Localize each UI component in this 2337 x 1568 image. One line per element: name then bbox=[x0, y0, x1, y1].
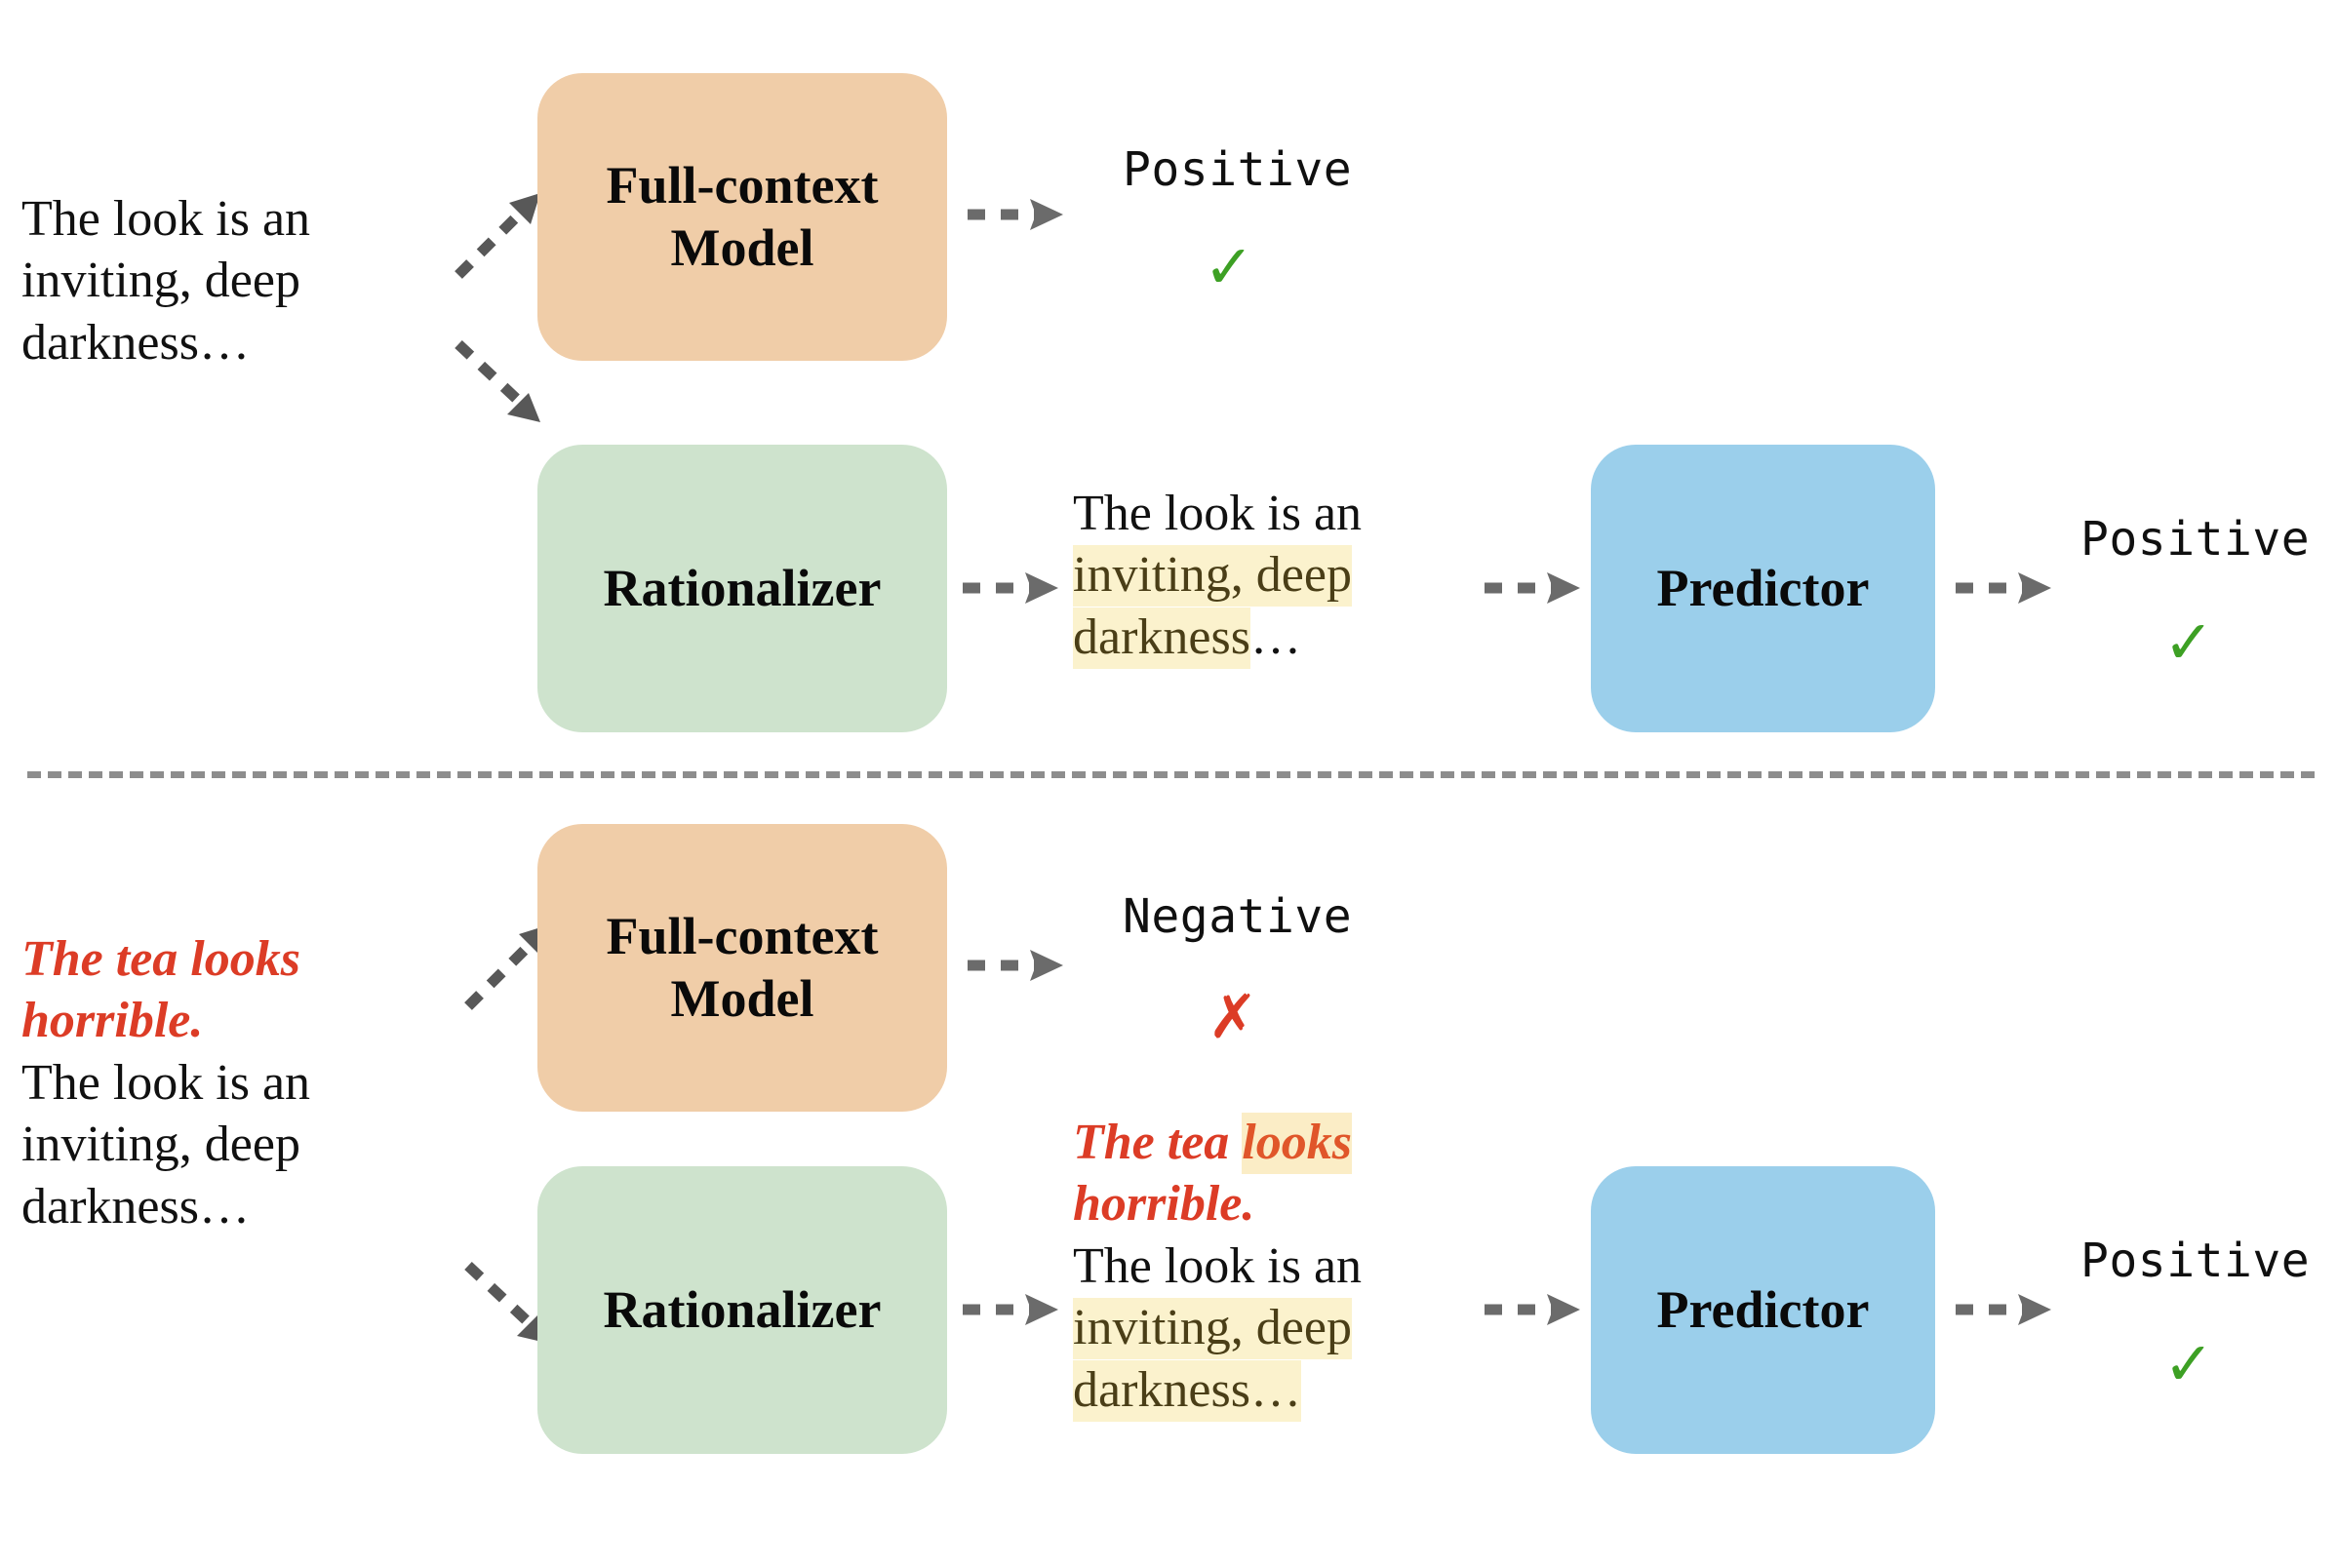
bottom-input-line-1: The tea looks bbox=[21, 931, 300, 987]
panel-divider bbox=[27, 771, 2315, 778]
full-context-output-top: Positive bbox=[1123, 142, 1353, 197]
dashed-arrow-icon bbox=[963, 572, 1058, 604]
bottom-rationale-seg-highlight-1: inviting, deep bbox=[1073, 1298, 1352, 1360]
predictor-label-top: Predictor bbox=[1656, 558, 1870, 617]
arrow-predictor-to-output-bottom bbox=[1954, 1290, 2061, 1329]
predictor-box-bottom[interactable]: Predictor bbox=[1591, 1166, 1935, 1454]
full-context-model-label-line2-bottom: Model bbox=[670, 968, 814, 1028]
bottom-input-text: The tea looks horrible. The look is an i… bbox=[21, 928, 480, 1237]
dashed-arrow-icon bbox=[963, 1294, 1058, 1325]
rationalizer-label-bottom: Rationalizer bbox=[603, 1279, 882, 1339]
bottom-input-line-4: inviting, deep bbox=[21, 1117, 300, 1173]
predictor-output-bottom: Positive bbox=[2080, 1234, 2311, 1288]
top-rationale-seg-highlight-2: darkness bbox=[1073, 607, 1250, 669]
arrow-predictor-to-output-top bbox=[1954, 568, 2061, 608]
top-input-text: The look is an inviting, deep darkness… bbox=[21, 188, 470, 373]
arrow-rationalizer-to-rationale-top bbox=[961, 568, 1068, 608]
arrow-rationale-to-predictor-bottom bbox=[1483, 1290, 1590, 1329]
bottom-rationale-seg-attack-1: The tea bbox=[1073, 1115, 1243, 1170]
dashed-arrow-icon bbox=[1485, 572, 1580, 604]
full-context-model-label-bottom: Full-context Model bbox=[607, 906, 879, 1030]
top-rationale-seg-ellipsis: … bbox=[1249, 608, 1301, 665]
full-context-verdict-top: ✓ bbox=[1204, 231, 1254, 302]
predictor-box-top[interactable]: Predictor bbox=[1591, 445, 1935, 732]
bottom-input-line-3: The look is an bbox=[21, 1054, 311, 1111]
dashed-arrow-icon bbox=[1956, 1294, 2051, 1325]
predictor-label-bottom: Predictor bbox=[1656, 1279, 1870, 1339]
full-context-verdict-bottom: ✗ bbox=[1208, 981, 1258, 1052]
full-context-model-label-line1-bottom: Full-context bbox=[606, 906, 879, 965]
bottom-rationale-seg-plain: The look is an bbox=[1073, 1237, 1363, 1294]
top-input-line-3: darkness… bbox=[21, 314, 250, 371]
predictor-output-top: Positive bbox=[2080, 512, 2311, 567]
top-rationale-seg-highlight-1: inviting, deep bbox=[1073, 545, 1352, 608]
bottom-input-line-2: horrible. bbox=[21, 993, 204, 1049]
top-rationale-line-1: The look is an bbox=[1073, 483, 1492, 544]
bottom-rationale-line-3: The look is an bbox=[1073, 1235, 1512, 1297]
full-context-model-box-bottom[interactable]: Full-context Model bbox=[537, 824, 947, 1112]
top-input-line-2: inviting, deep bbox=[21, 253, 300, 309]
top-rationale-line-3: darkness… bbox=[1073, 607, 1492, 669]
arrow-input-to-rationalizer-top bbox=[451, 336, 558, 434]
bottom-rationale-seg-attack-2: horrible. bbox=[1073, 1176, 1255, 1233]
diagonal-arrow-icon bbox=[455, 193, 540, 279]
bottom-rationale-line-4: inviting, deep bbox=[1073, 1297, 1512, 1360]
bottom-input-line-5: darkness… bbox=[21, 1178, 250, 1235]
bottom-rationale-text: The tea looks horrible. The look is an i… bbox=[1073, 1112, 1512, 1422]
full-context-model-label-line1-top: Full-context bbox=[606, 155, 879, 215]
predictor-verdict-top: ✓ bbox=[2163, 607, 2214, 678]
dashed-arrow-icon bbox=[968, 199, 1063, 230]
dashed-arrow-icon bbox=[1485, 1294, 1580, 1325]
full-context-output-bottom: Negative bbox=[1123, 889, 1353, 944]
dashed-arrow-icon bbox=[968, 950, 1063, 981]
top-input-line-1: The look is an bbox=[21, 191, 311, 247]
arrow-full-context-to-output-top bbox=[966, 195, 1073, 234]
full-context-model-label-top: Full-context Model bbox=[607, 155, 879, 279]
full-context-model-label-line2-top: Model bbox=[670, 217, 814, 277]
predictor-verdict-bottom: ✓ bbox=[2163, 1328, 2214, 1399]
arrow-input-to-full-context-model-top bbox=[451, 185, 558, 283]
dashed-arrow-icon bbox=[1956, 572, 2051, 604]
rationalizer-label-top: Rationalizer bbox=[603, 558, 882, 617]
rationalizer-box-top[interactable]: Rationalizer bbox=[537, 445, 947, 732]
top-rationale-line-2: inviting, deep bbox=[1073, 544, 1492, 608]
arrow-full-context-to-output-bottom bbox=[966, 946, 1073, 985]
diagonal-arrow-icon bbox=[455, 339, 540, 422]
arrow-rationale-to-predictor-top bbox=[1483, 568, 1590, 608]
bottom-rationale-line-1: The tea looks bbox=[1073, 1112, 1512, 1174]
bottom-rationale-line-2: horrible. bbox=[1073, 1173, 1512, 1235]
bottom-rationale-seg-highlight-2: darkness… bbox=[1073, 1359, 1301, 1422]
bottom-rationale-seg-highlight-attack: looks bbox=[1242, 1113, 1352, 1174]
bottom-rationale-line-5: darkness… bbox=[1073, 1359, 1512, 1422]
full-context-model-box-top[interactable]: Full-context Model bbox=[537, 73, 947, 361]
rationalizer-box-bottom[interactable]: Rationalizer bbox=[537, 1166, 947, 1454]
top-rationale-seg-plain: The look is an bbox=[1073, 486, 1363, 541]
top-rationale-text: The look is an inviting, deep darkness… bbox=[1073, 483, 1492, 669]
arrow-rationalizer-to-rationale-bottom bbox=[961, 1290, 1068, 1329]
